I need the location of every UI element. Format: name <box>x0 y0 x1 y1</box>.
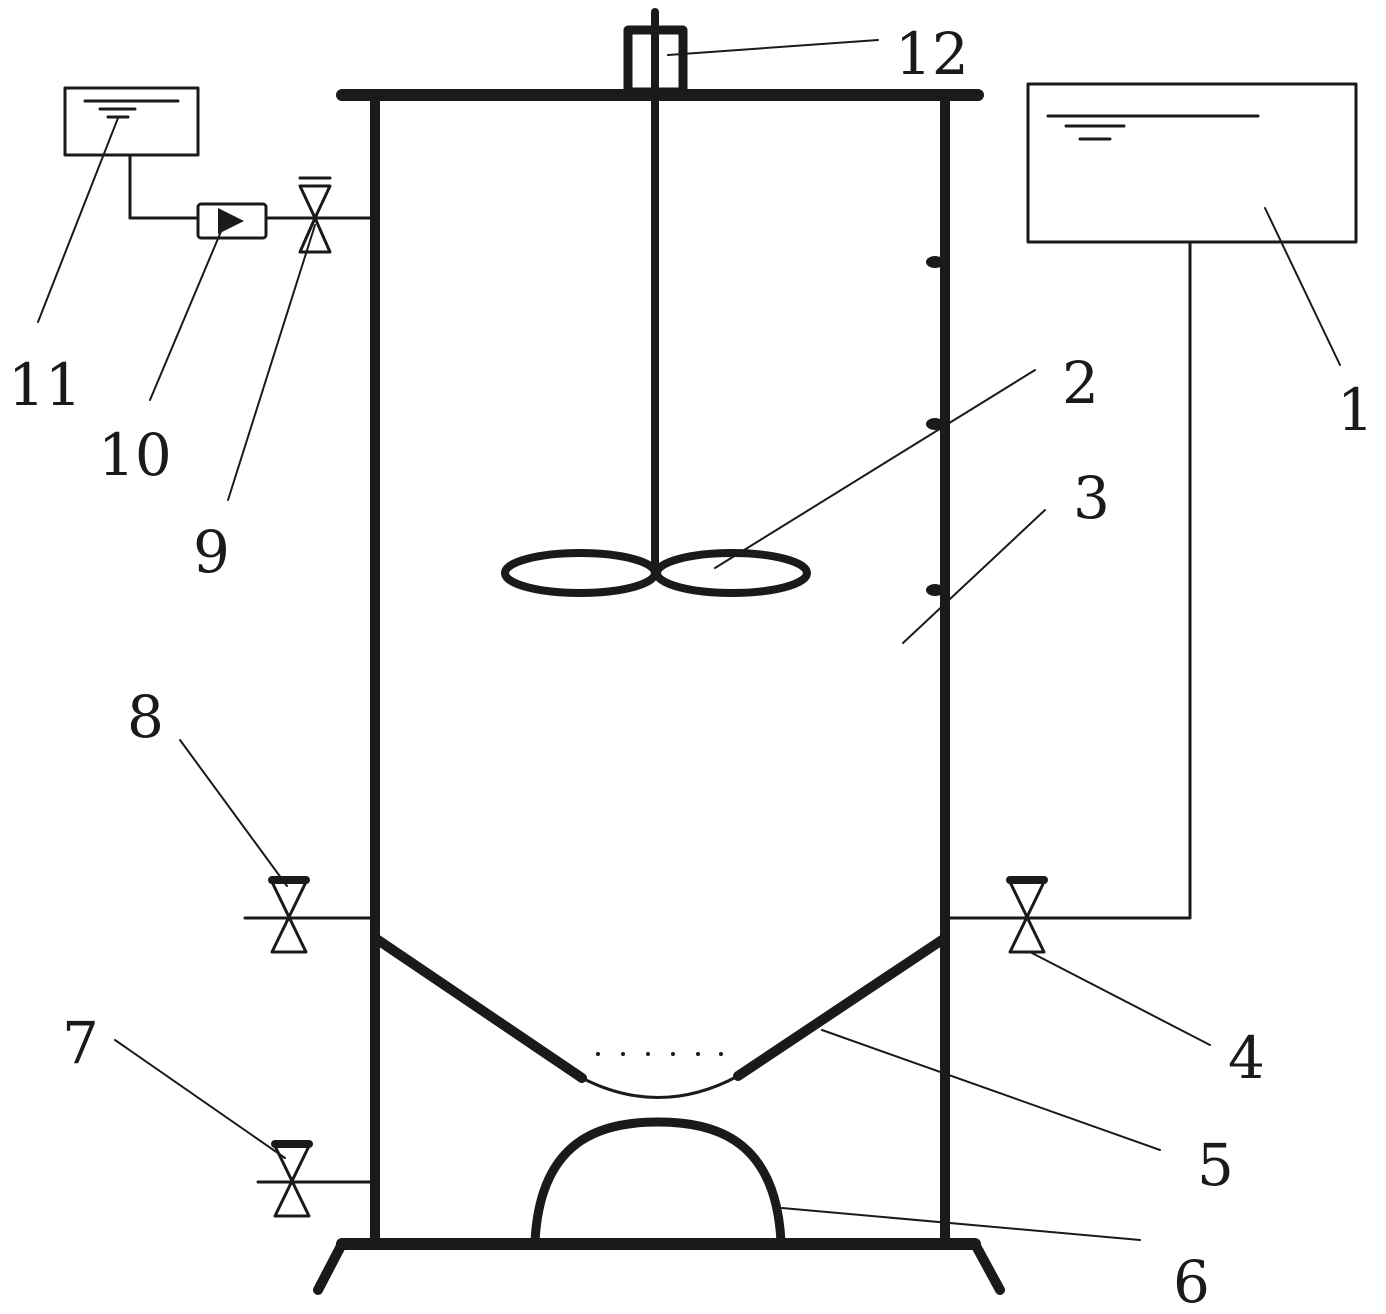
stirrer <box>501 8 811 597</box>
cone-right-slope <box>733 935 947 1081</box>
valve-8 <box>268 876 310 954</box>
leader-7 <box>114 1039 286 1159</box>
tank-11 <box>63 86 200 220</box>
label-9: 9 <box>193 518 230 586</box>
tank-11-pipe <box>128 153 200 220</box>
leader-6 <box>781 1207 1141 1241</box>
cone-baffle <box>373 935 947 1099</box>
impeller-blade-left <box>501 549 659 597</box>
vessel-left-leg <box>313 1239 347 1295</box>
cone-dots <box>596 1052 723 1056</box>
vessel-right-leg <box>970 1239 1005 1295</box>
leader-5 <box>821 1029 1161 1151</box>
label-10: 10 <box>98 421 172 489</box>
label-6: 6 <box>1173 1248 1210 1314</box>
leader-4 <box>1029 951 1211 1046</box>
wall-port-middle <box>926 418 944 430</box>
pump-10-body <box>196 202 268 240</box>
label-11: 11 <box>8 351 82 419</box>
wall-port-upper <box>926 256 944 268</box>
cone-bottom-arc <box>580 1074 740 1099</box>
label-5: 5 <box>1197 1131 1234 1199</box>
label-1: 1 <box>1337 376 1374 444</box>
tank-1-feed-pipe <box>948 240 1192 920</box>
wall-port-lower <box>926 584 944 596</box>
bottom-dome <box>530 1117 786 1247</box>
leader-10 <box>149 221 226 401</box>
tank-1 <box>948 82 1358 920</box>
label-4: 4 <box>1228 1024 1265 1092</box>
tank-11-box <box>63 86 200 157</box>
leader-11 <box>37 117 119 323</box>
leader-2 <box>714 369 1036 569</box>
pump-10 <box>196 202 268 240</box>
leader-12 <box>667 39 879 56</box>
impeller-blade-right <box>653 549 811 597</box>
label-3: 3 <box>1073 464 1110 532</box>
label-2: 2 <box>1062 349 1099 417</box>
leader-8 <box>179 739 288 887</box>
label-12: 12 <box>895 20 969 88</box>
cone-left-slope <box>373 935 587 1083</box>
valve-7 <box>271 1140 313 1218</box>
pump-10-arrow <box>218 208 244 234</box>
valve-9 <box>298 176 332 254</box>
leader-lines <box>37 39 1341 1241</box>
leader-9 <box>227 224 316 501</box>
valve-4 <box>1006 876 1048 954</box>
tank-1-box <box>1026 82 1358 244</box>
part-labels: 1 2 3 4 5 6 7 8 9 10 11 12 <box>8 20 1374 1314</box>
leader-1 <box>1264 207 1341 366</box>
label-8: 8 <box>127 683 164 751</box>
leader-3 <box>902 509 1046 644</box>
label-7: 7 <box>62 1009 99 1077</box>
